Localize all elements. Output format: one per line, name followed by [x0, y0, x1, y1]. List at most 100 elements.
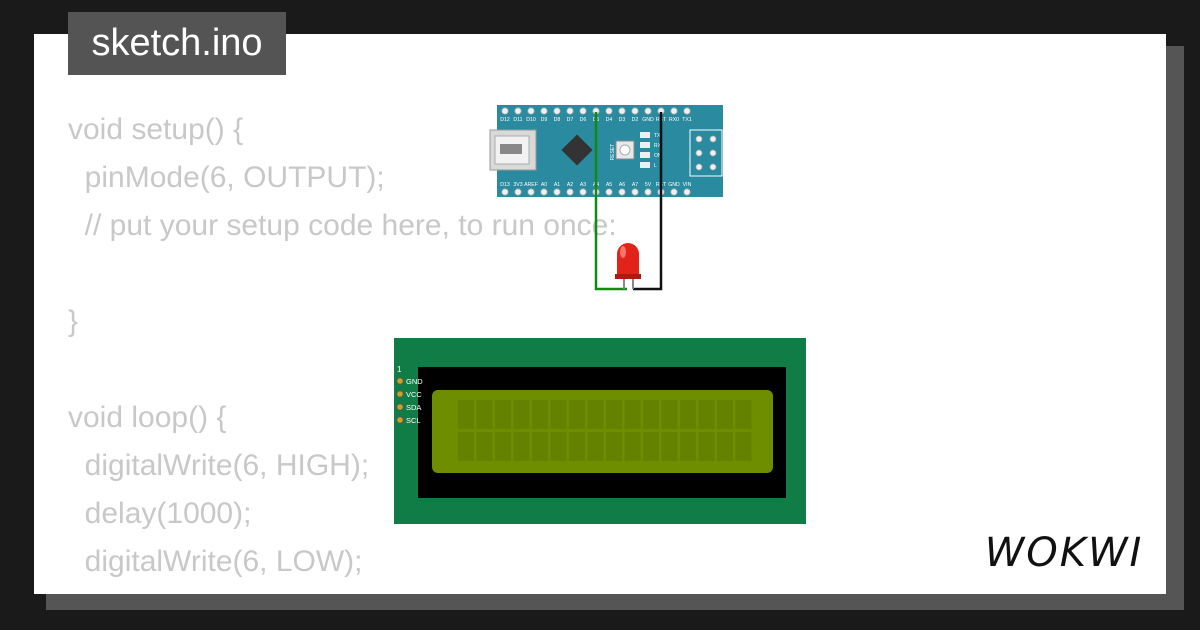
- icsp-pin: [695, 135, 703, 143]
- pin-hole[interactable]: [579, 107, 587, 115]
- lcd-cell: [698, 432, 715, 461]
- code-line: void loop() {: [68, 401, 227, 434]
- lcd-pin[interactable]: [396, 403, 404, 411]
- code-line: void setup() {: [68, 113, 244, 146]
- pin-hole[interactable]: [514, 107, 522, 115]
- lcd-cell: [680, 400, 696, 429]
- pin-hole[interactable]: [514, 188, 522, 196]
- pin-hole[interactable]: [670, 188, 678, 196]
- led-label: L: [654, 163, 657, 169]
- led-label: TX: [654, 133, 661, 139]
- pin-label: AREF: [524, 182, 538, 188]
- led-label: ON: [654, 153, 662, 159]
- pin-hole[interactable]: [553, 107, 561, 115]
- icsp-pin: [695, 163, 703, 171]
- pin-label: D3: [619, 117, 626, 123]
- lcd-cell: [550, 432, 567, 461]
- lcd-cell: [606, 400, 622, 429]
- pin-hole[interactable]: [670, 107, 678, 115]
- lcd-cell: [495, 432, 511, 461]
- pin-label: RX0: [669, 117, 679, 123]
- wire-green[interactable]: [594, 112, 627, 291]
- reset-label: RESET: [610, 144, 616, 161]
- lcd-cell: [698, 400, 715, 429]
- lcd-cell: [661, 432, 678, 461]
- code-line: delay(1000);: [68, 586, 617, 594]
- pin-hole[interactable]: [605, 188, 613, 196]
- lcd-character-cells: [458, 400, 752, 461]
- lcd-cell: [458, 432, 474, 461]
- pin-hole[interactable]: [618, 107, 626, 115]
- lcd-cell: [587, 400, 604, 429]
- lcd-cell: [569, 400, 585, 429]
- lcd-cell: [476, 400, 493, 429]
- lcd-cell: [735, 400, 752, 429]
- lcd-cell: [513, 432, 530, 461]
- pin-hole[interactable]: [631, 107, 639, 115]
- pin-label: 3V3: [513, 182, 522, 188]
- lcd-pin[interactable]: [396, 390, 404, 398]
- pin-label: A6: [619, 182, 625, 188]
- pin-hole[interactable]: [540, 188, 548, 196]
- pin-hole[interactable]: [618, 188, 626, 196]
- pin-hole[interactable]: [644, 107, 652, 115]
- pin-label: GND: [642, 117, 654, 123]
- pin-label: D7: [567, 117, 574, 123]
- lcd-cell: [476, 432, 493, 461]
- pin-label: D11: [513, 117, 522, 123]
- code-line: digitalWrite(6, HIGH);: [68, 449, 370, 482]
- pin-hole[interactable]: [605, 107, 613, 115]
- pin-hole[interactable]: [683, 107, 691, 115]
- icsp-header: [695, 135, 717, 171]
- pin-label: A0: [541, 182, 547, 188]
- lcd-cell: [587, 432, 604, 461]
- pin-hole[interactable]: [553, 188, 561, 196]
- pin-label: D4: [606, 117, 613, 123]
- code-line: delay(1000);: [68, 497, 252, 530]
- lcd-cell: [735, 432, 752, 461]
- icsp-pin: [709, 163, 717, 171]
- pin-hole[interactable]: [579, 188, 587, 196]
- lcd-cell: [569, 432, 585, 461]
- pin-hole[interactable]: [501, 188, 509, 196]
- pin-label: VIN: [683, 182, 692, 188]
- pin-label: 5V: [645, 182, 652, 188]
- pin-label: A7: [632, 182, 638, 188]
- onboard-leds: [640, 132, 650, 168]
- wire-black[interactable]: [633, 112, 663, 291]
- code-line: }: [68, 305, 79, 338]
- reset-button[interactable]: [615, 140, 635, 160]
- red-led[interactable]: [615, 243, 641, 289]
- lcd-cell: [606, 432, 622, 461]
- pin-hole[interactable]: [683, 188, 691, 196]
- pin-label: D8: [554, 117, 561, 123]
- lcd-pin[interactable]: [396, 377, 404, 385]
- pin-hole[interactable]: [527, 107, 535, 115]
- pin-label: GND: [668, 182, 680, 188]
- lcd-cell: [643, 400, 659, 429]
- pin-hole[interactable]: [644, 188, 652, 196]
- pin-label: A2: [567, 182, 573, 188]
- usb-connector-icon: [489, 129, 537, 171]
- icsp-pin: [709, 149, 717, 157]
- lcd-pin-label: SCL: [406, 416, 421, 425]
- pin-hole[interactable]: [501, 107, 509, 115]
- pin-hole[interactable]: [566, 107, 574, 115]
- pin-hole[interactable]: [527, 188, 535, 196]
- pin-hole[interactable]: [540, 107, 548, 115]
- lcd-cell: [661, 400, 678, 429]
- icsp-pin: [709, 135, 717, 143]
- lcd-pin[interactable]: [396, 416, 404, 424]
- lcd-pin-label: SDA: [406, 403, 421, 412]
- pin-hole[interactable]: [631, 188, 639, 196]
- lcd-cell: [458, 400, 474, 429]
- lcd-pin1-label: 1: [397, 365, 402, 374]
- code-line: // put your setup code here, to run once…: [68, 209, 617, 242]
- pin-hole[interactable]: [566, 188, 574, 196]
- pin-label: A3: [580, 182, 586, 188]
- pin-label: D2: [632, 117, 639, 123]
